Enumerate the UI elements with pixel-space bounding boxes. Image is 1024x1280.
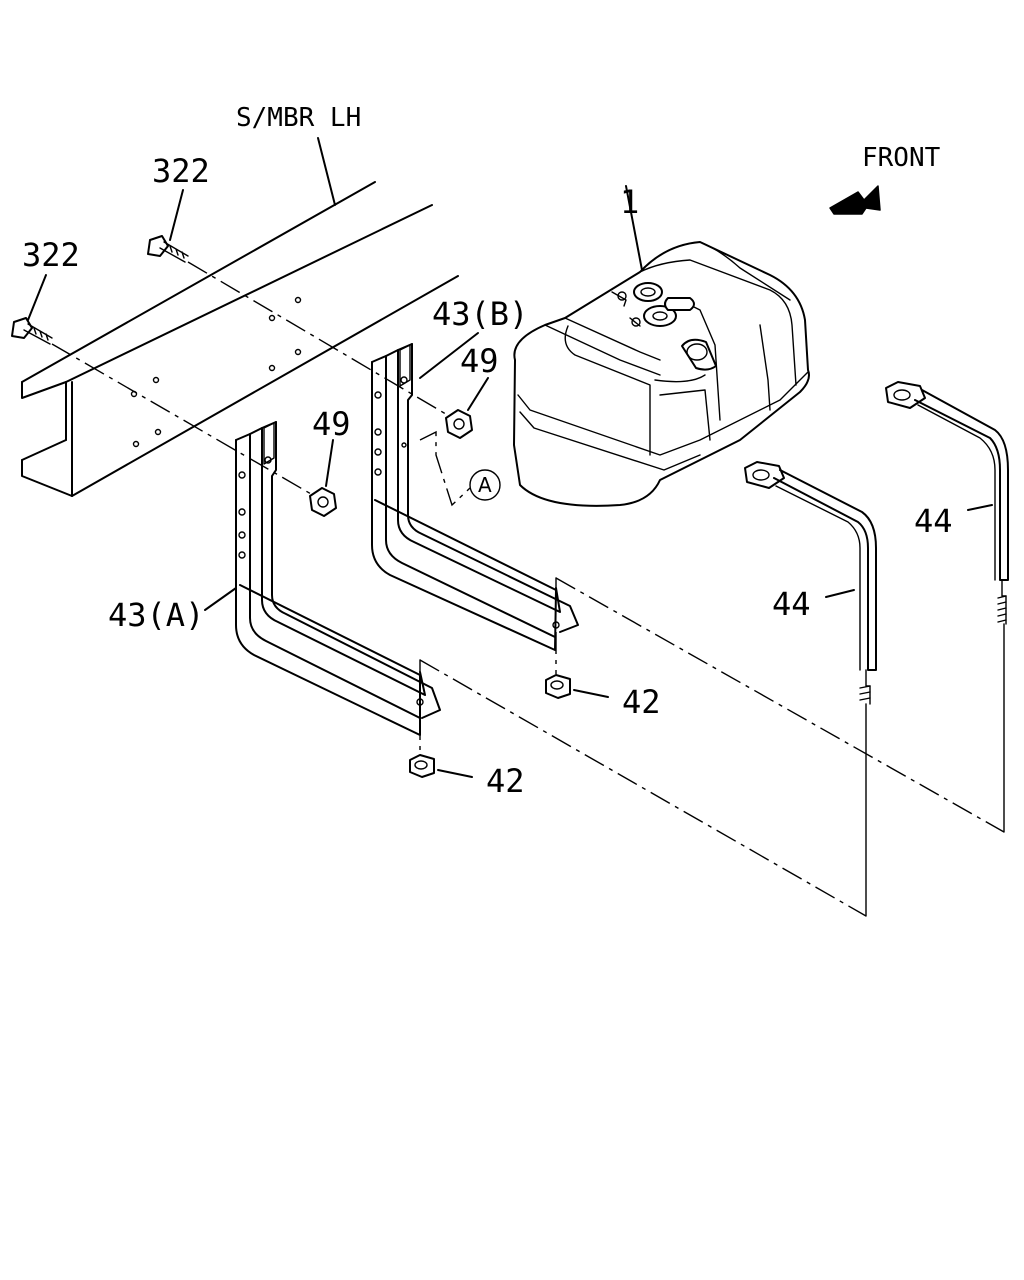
bracket-43b-label: 43(B) <box>432 295 528 333</box>
nut-49-left <box>309 439 337 517</box>
bracket-43b <box>371 332 579 651</box>
side-member-frame <box>21 137 459 497</box>
nut-42-left-label: 42 <box>486 762 525 800</box>
bracket-43a-label: 43(A) <box>108 596 204 634</box>
strap-44-left-label: 44 <box>772 585 811 623</box>
nut-49-left-label: 49 <box>312 405 351 443</box>
strap-44-left <box>744 461 877 705</box>
strap-44-right <box>885 381 1009 625</box>
reference-a <box>419 430 501 507</box>
nut-42-right <box>545 632 609 699</box>
bolt-322-upper-label: 322 <box>152 152 210 190</box>
bracket-43a <box>204 421 441 736</box>
nut-49-right-label: 49 <box>460 342 499 380</box>
nut-49-right <box>445 377 489 439</box>
front-label: FRONT <box>862 143 941 173</box>
strap-44-right-label: 44 <box>914 502 953 540</box>
nut-42-right-label: 42 <box>622 683 661 721</box>
front-arrow-icon <box>829 185 881 215</box>
bolt-322-upper <box>147 189 189 263</box>
nut-42-left <box>409 718 473 778</box>
frame-label: S/MBR LH <box>236 103 361 133</box>
tank-label: 1 <box>620 183 639 221</box>
fuel-tank <box>513 185 810 507</box>
frame-leader <box>317 137 336 206</box>
reference-a-label: A <box>478 473 492 497</box>
bolt-322-lower-label: 322 <box>22 236 80 274</box>
bolt-322-lower <box>11 274 53 345</box>
